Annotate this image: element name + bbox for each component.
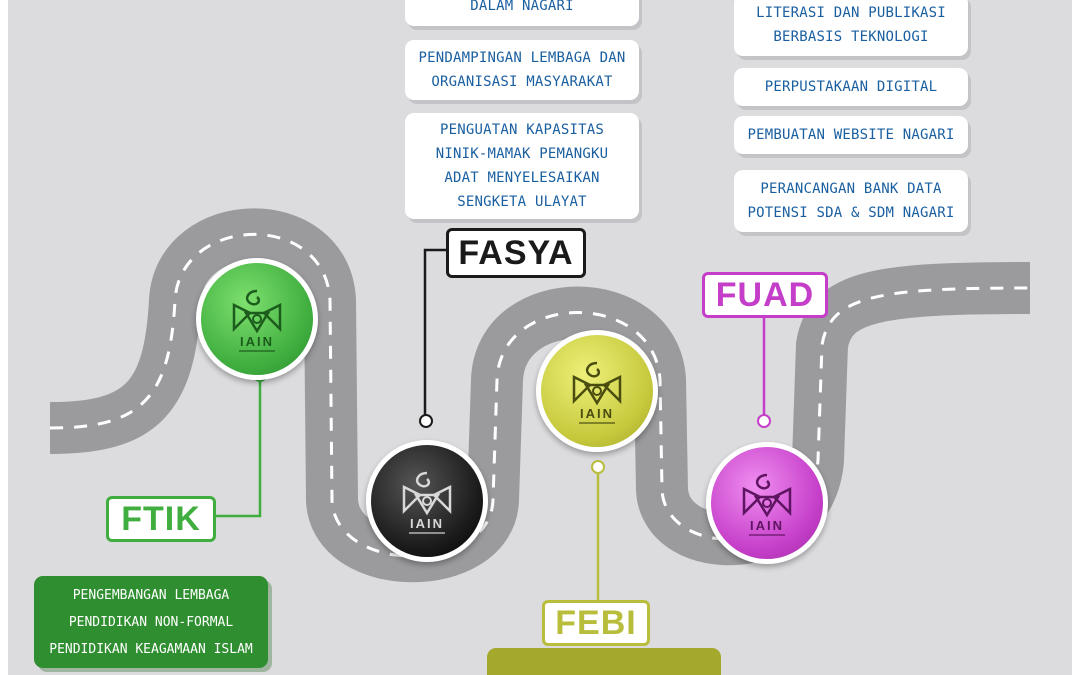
card-line: PENDIDIKAN KEAGAMAAN ISLAM (49, 641, 253, 657)
fuad-card-4: PERANCANGAN BANK DATA POTENSI SDA & SDM … (734, 170, 968, 232)
badge-text: IAIN (750, 517, 784, 533)
badge-text: IAIN (240, 333, 274, 349)
connector-dot-icon (591, 460, 605, 474)
badge-febi: IAIN (536, 330, 658, 452)
connector-dot-icon (419, 414, 433, 428)
iain-logo-icon (232, 289, 282, 333)
card-line: PERPUSTAKAAN DIGITAL (764, 79, 938, 95)
card-line: PERANCANGAN BANK DATA (760, 181, 942, 197)
card-line: PENGEMBANGAN LEMBAGA (72, 587, 230, 603)
iain-logo-icon (572, 361, 622, 405)
card-line: BERBASIS TEKNOLOGI (773, 29, 929, 45)
badge-text: IAIN (410, 515, 444, 531)
badge-fuad: IAIN (706, 442, 828, 564)
fuad-card-1: LITERASI DAN PUBLIKASI BERBASIS TEKNOLOG… (734, 0, 968, 56)
card-line: PENDIDIKAN NON-FORMAL (68, 614, 234, 630)
card-line: ADAT MENYELESAIKAN (444, 170, 600, 186)
card-line: SENGKETA ULAYAT (457, 194, 587, 210)
card-line: NINIK-MAMAK PEMANGKU (435, 146, 609, 162)
card-line: DALAM NAGARI (470, 0, 574, 14)
label-fasya: FASYA (446, 228, 586, 278)
badge-underline (409, 531, 445, 534)
iain-logo-icon (402, 471, 452, 515)
card-line: PENDAMPINGAN LEMBAGA DAN (418, 50, 626, 66)
badge-ftik: IAIN (196, 258, 318, 380)
card-line: LITERASI DAN PUBLIKASI (756, 5, 946, 21)
label-ftik: FTIK (106, 496, 216, 542)
fasya-card-2: PENDAMPINGAN LEMBAGA DAN ORGANISASI MASY… (405, 40, 639, 100)
card-line: ORGANISASI MASYARAKAT (431, 74, 613, 90)
badge-underline (239, 349, 275, 352)
fuad-card-3: PEMBUATAN WEBSITE NAGARI (734, 116, 968, 154)
card-line: POTENSI SDA & SDM NAGARI (747, 205, 955, 221)
fuad-card-2: PERPUSTAKAAN DIGITAL (734, 68, 968, 106)
badge-text: IAIN (580, 405, 614, 421)
connector-dot-icon (757, 414, 771, 428)
fasya-card-1: DALAM NAGARI (405, 0, 639, 26)
card-line: PEMBUATAN WEBSITE NAGARI (747, 127, 955, 143)
badge-underline (579, 421, 615, 424)
label-febi: FEBI (542, 600, 650, 646)
febi-card-1 (487, 648, 721, 675)
iain-logo-icon (742, 473, 792, 517)
card-line: PENGUATAN KAPASITAS (440, 122, 604, 138)
label-fuad: FUAD (702, 272, 828, 318)
badge-fasya: IAIN (366, 440, 488, 562)
ftik-card-1: PENGEMBANGAN LEMBAGA PENDIDIKAN NON-FORM… (34, 576, 268, 668)
fasya-card-3: PENGUATAN KAPASITAS NINIK-MAMAK PEMANGKU… (405, 113, 639, 219)
badge-underline (749, 533, 785, 536)
